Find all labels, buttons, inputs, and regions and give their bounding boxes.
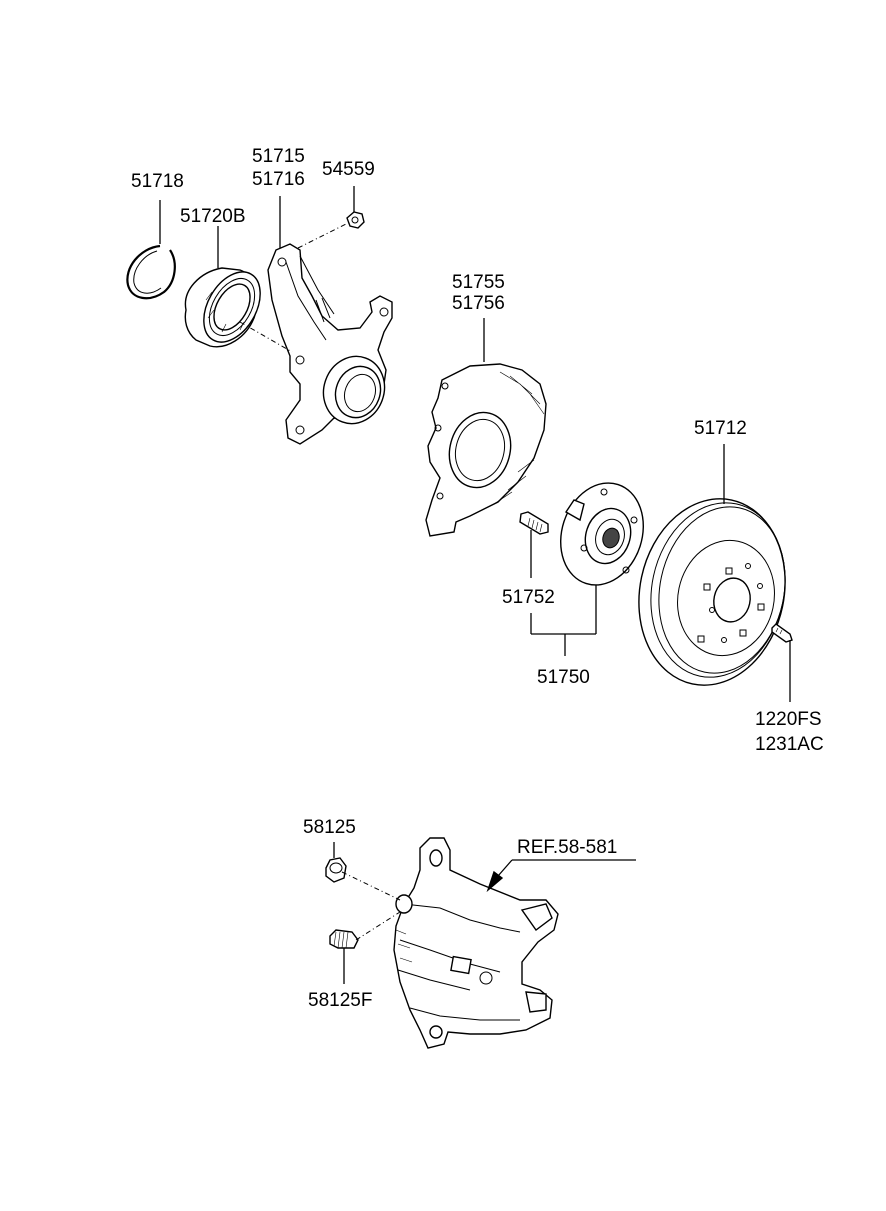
label-54559: 54559 [322,159,375,180]
leader-lines [159,186,791,984]
assembly-center-lines [239,221,401,941]
label-51720b: 51720B [180,206,246,227]
label-1220fs: 1220FS [755,709,822,730]
part-labels: 51718 51720B 51715 51716 54559 51755 517… [131,146,824,1011]
dust-cover-51755-51756 [425,363,547,537]
caliper-cap-58125 [325,857,347,883]
label-51755: 51755 [452,272,505,293]
wheel-bearing-51720b [184,267,261,348]
label-51718: 51718 [131,171,184,192]
label-58125: 58125 [303,817,356,838]
label-58125f: 58125F [308,990,372,1011]
hub-bolt-51752 [519,511,549,535]
steering-knuckle-51715-51716 [267,243,393,445]
label-51715: 51715 [252,146,305,167]
nut-54559 [346,211,365,229]
disc-screw-1220fs-1231ac [771,623,793,643]
label-51712: 51712 [694,418,747,439]
label-51756: 51756 [452,293,505,314]
label-1231ac: 1231AC [755,734,824,755]
brake-disc-51712 [638,498,786,686]
label-51752: 51752 [502,587,555,608]
label-51716: 51716 [252,169,305,190]
caliper-bolt-58125f [329,929,359,949]
brake-caliper-assembly [393,837,559,1049]
wheel-hub-51750 [560,482,644,586]
label-ref-58-581: REF.58-581 [517,837,617,858]
label-51750: 51750 [537,667,590,688]
snap-ring-51718 [126,244,176,300]
